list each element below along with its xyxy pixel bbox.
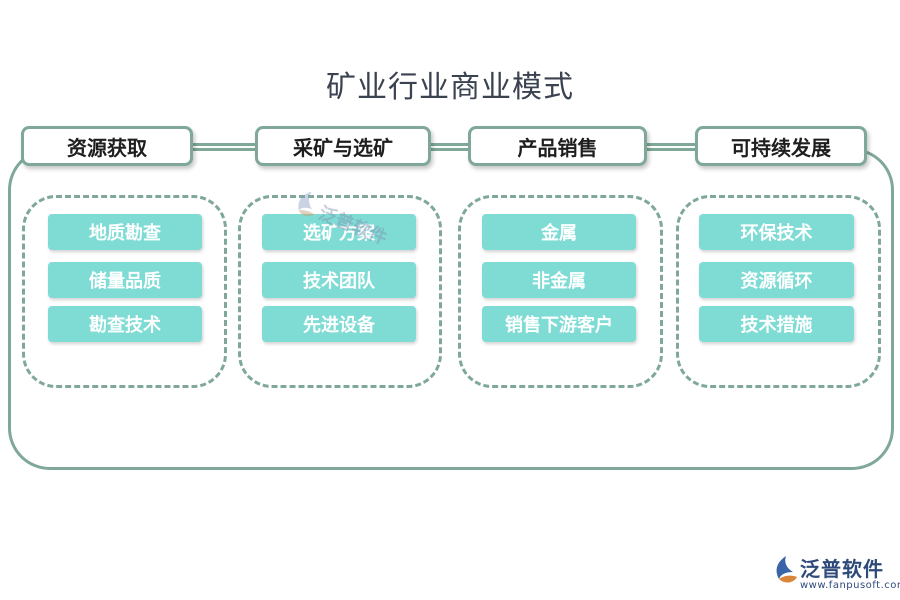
connector-3	[647, 143, 695, 146]
logo-brand-text: 泛普软件	[800, 557, 884, 581]
diagram-title: 矿业行业商业模式	[326, 70, 574, 105]
pill-downstream-customers: 销售下游客户	[482, 306, 636, 342]
pill-advanced-equipment: 先进设备	[262, 306, 416, 342]
connector-1	[193, 143, 255, 146]
header-resource-acquisition: 资源获取	[21, 126, 193, 166]
pill-technical-measures: 技术措施	[699, 306, 854, 342]
pill-metal: 金属	[482, 214, 636, 250]
pill-reserve-quality: 储量品质	[48, 262, 202, 298]
header-sustainable-development: 可持续发展	[695, 126, 867, 166]
fanpu-logo: 泛普软件 www.fanpusoft.com	[772, 553, 900, 597]
logo-url-text: www.fanpusoft.com	[800, 580, 900, 591]
pill-processing-plan: 选矿方案	[262, 214, 416, 250]
pill-exploration-tech: 勘查技术	[48, 306, 202, 342]
pill-non-metal: 非金属	[482, 262, 636, 298]
header-mining-processing: 采矿与选矿	[255, 126, 431, 166]
pill-tech-team: 技术团队	[262, 262, 416, 298]
header-product-sales: 产品销售	[468, 126, 647, 166]
pill-environmental-tech: 环保技术	[699, 214, 854, 250]
connector-2	[431, 143, 468, 146]
pill-resource-recycling: 资源循环	[699, 262, 854, 298]
fanpu-logo-icon	[776, 556, 797, 583]
pill-geological-survey: 地质勘查	[48, 214, 202, 250]
